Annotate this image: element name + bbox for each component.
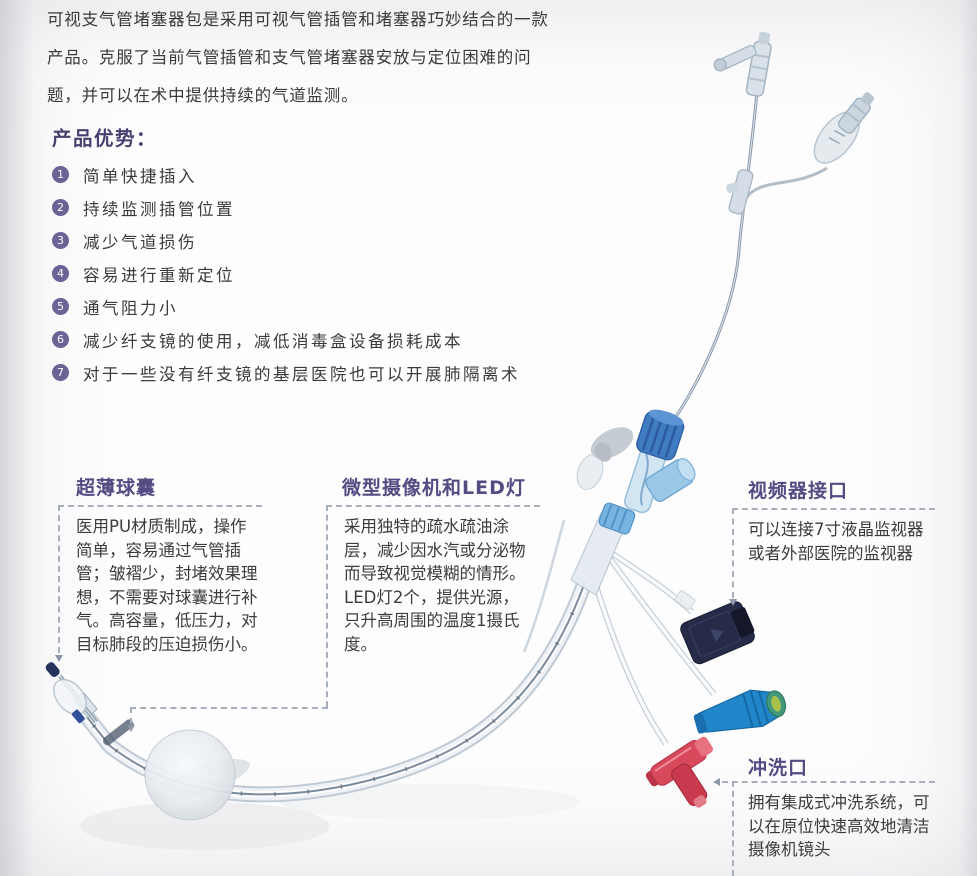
advantages-heading: 产品优势： xyxy=(52,127,158,150)
callout-body-flush: 拥有集成式冲洗系统，可 以在原位快速高效地清洁 摄像机镜头 xyxy=(748,793,930,859)
advantage-text: 简单快捷插入 xyxy=(83,166,197,186)
multiport-adapter xyxy=(570,409,696,596)
blocker-pilot-balloon xyxy=(726,92,875,215)
blocker-top-connector xyxy=(713,31,772,97)
camera-tip xyxy=(102,719,134,746)
callout-arrow-video xyxy=(728,599,737,606)
left-edge-shading xyxy=(0,0,34,876)
video-connector-box xyxy=(680,601,755,665)
ett-cuff-balloon xyxy=(144,729,250,821)
advantage-text: 通气阻力小 xyxy=(83,298,178,318)
blocker-balloon xyxy=(52,678,88,716)
number-badge: 2 xyxy=(52,199,69,216)
ground-shadow xyxy=(80,784,580,850)
number-badge: 1 xyxy=(52,166,69,183)
advantage-item: 2 持续监测插管位置 xyxy=(52,191,520,224)
advantage-item: 5 通气阻力小 xyxy=(52,290,520,323)
callout-body-camera: 采用独特的疏水疏油涂 层，减少因水汽或分泌物 而导致视觉模糊的情形。 LED灯2… xyxy=(344,517,526,654)
right-edge-shading xyxy=(959,0,977,876)
dashed-line xyxy=(732,508,734,598)
callout-title-video: 视频器接口 xyxy=(748,480,849,502)
callout-body-balloon: 医用PU材质制成，操作 简单，容易通过气管插 管；皱褶少，封堵效果理 想，不需要… xyxy=(76,517,258,654)
advantage-item: 7 对于一些没有纤支镜的基层医院也可以开展肺隔离术 xyxy=(52,356,520,389)
blocker-marker-band xyxy=(71,709,85,724)
advantage-item: 4 容易进行重新定位 xyxy=(52,257,520,290)
advantage-text: 减少纤支镜的使用，减低消毒盒设备损耗成本 xyxy=(83,331,463,351)
accessory-tubes xyxy=(522,519,717,746)
dashed-line xyxy=(58,505,60,653)
intro-paragraph: 可视支气管堵塞器包是采用可视气管插管和堵塞器巧妙结合的一款 产品。克服了当前气管… xyxy=(47,10,549,105)
number-badge: 5 xyxy=(52,298,69,315)
advantage-text: 减少气道损伤 xyxy=(83,232,197,252)
adapter-side-port xyxy=(645,458,696,503)
dashed-line xyxy=(58,505,262,507)
advantage-text: 持续监测插管位置 xyxy=(83,199,235,219)
callout-arrow-flush xyxy=(713,777,720,786)
dashed-line xyxy=(130,707,132,724)
advantages-list: 1 简单快捷插入 2 持续监测插管位置 3 减少气道损伤 4 容易进行重新定位 … xyxy=(52,158,520,389)
number-badge: 4 xyxy=(52,265,69,282)
dashed-line xyxy=(732,508,935,510)
advantage-text: 容易进行重新定位 xyxy=(83,265,235,285)
adapter-cap xyxy=(636,409,685,461)
callout-arrow-camera xyxy=(126,725,135,732)
number-badge: 6 xyxy=(52,331,69,348)
advantage-item: 1 简单快捷插入 xyxy=(52,158,520,191)
number-badge: 7 xyxy=(52,364,69,381)
advantage-item: 3 减少气道损伤 xyxy=(52,224,520,257)
number-badge: 3 xyxy=(52,232,69,249)
callout-title-flush: 冲洗口 xyxy=(748,757,809,779)
blocker-shaft xyxy=(659,91,759,439)
dashed-line xyxy=(326,505,540,507)
advantage-item: 6 减少纤支镜的使用，减低消毒盒设备损耗成本 xyxy=(52,323,520,356)
adapter-gray-cap xyxy=(590,427,634,462)
blocker-tip-cap xyxy=(45,662,60,677)
advantage-text: 对于一些没有纤支镜的基层医院也可以开展肺隔离术 xyxy=(83,364,520,384)
dashed-line xyxy=(722,781,935,783)
callout-title-camera: 微型摄像机和LED灯 xyxy=(342,477,526,499)
dashed-line xyxy=(732,781,734,876)
dashed-line xyxy=(326,505,328,707)
adapter-ribbed-ring xyxy=(598,502,636,535)
blue-cable-connector xyxy=(693,689,787,734)
dashed-line xyxy=(130,707,328,709)
blocker-tip xyxy=(45,662,98,724)
flush-port-stopcock xyxy=(645,736,713,808)
callout-title-balloon: 超薄球囊 xyxy=(76,477,157,499)
callout-body-video: 可以连接7寸液晶监视器 或者外部医院的监视器 xyxy=(748,520,924,563)
callout-arrow-balloon xyxy=(54,655,63,662)
